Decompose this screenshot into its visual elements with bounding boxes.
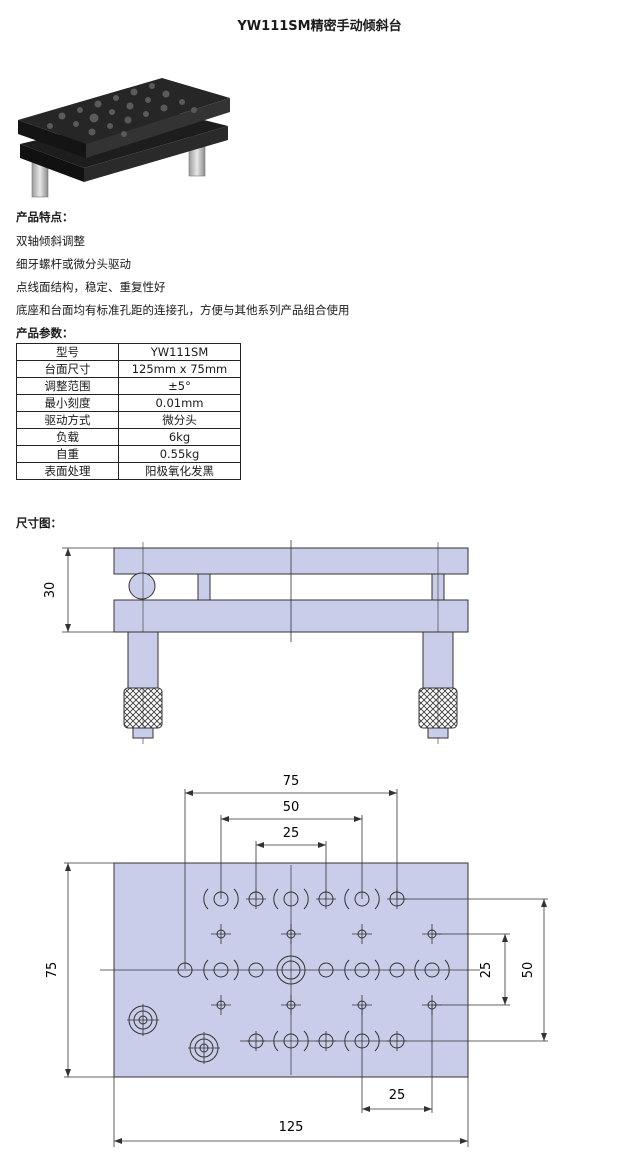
dim-50-right: 50 [521, 962, 536, 979]
param-key: 自重 [16, 445, 119, 463]
params-heading: 产品参数： [16, 326, 74, 340]
dim-side-height: 30 [43, 582, 58, 599]
param-key: 表面处理 [16, 462, 119, 480]
top-view-drawing: 75 50 25 75 25 50 25 125 [45, 774, 548, 1147]
param-key: 台面尺寸 [16, 360, 119, 378]
feature-item: 双轴倾斜调整 [16, 234, 85, 248]
param-value: 0.55kg [118, 445, 241, 463]
dim-25-right: 25 [479, 962, 494, 979]
param-value: YW111SM [118, 343, 241, 361]
feature-item: 点线面结构，稳定、重复性好 [16, 280, 166, 294]
side-view-drawing: 30 [43, 540, 469, 744]
param-value: ±5° [118, 377, 241, 395]
counterbore-hole [203, 888, 239, 910]
page-title: YW111SM精密手动倾斜台 [237, 19, 402, 34]
dim-125-bottom: 125 [279, 1120, 304, 1135]
table-row: 驱动方式微分头 [16, 411, 241, 429]
param-key: 负载 [16, 428, 119, 446]
dim-25-top: 25 [283, 826, 300, 841]
param-key: 最小刻度 [16, 394, 119, 412]
dim-75-top: 75 [283, 774, 300, 789]
table-row: 调整范围±5° [16, 377, 241, 395]
param-key: 驱动方式 [16, 411, 119, 429]
param-key: 调整范围 [16, 377, 119, 395]
param-value: 6kg [118, 428, 241, 446]
param-value: 阳极氧化发黑 [118, 462, 241, 480]
feature-item: 细牙螺杆或微分头驱动 [16, 257, 131, 271]
feature-item: 底座和台面均有标准孔距的连接孔，方便与其他系列产品组合使用 [16, 303, 350, 317]
product-photo [18, 78, 230, 198]
param-value: 微分头 [118, 411, 241, 429]
param-key: 型号 [16, 343, 119, 361]
dim-25-bottom: 25 [389, 1088, 406, 1103]
param-value: 0.01mm [118, 394, 241, 412]
dimensions-heading: 尺寸图： [16, 516, 62, 530]
dim-75-left: 75 [45, 962, 60, 979]
dim-50-top: 50 [283, 800, 300, 815]
features-heading: 产品特点： [16, 210, 74, 224]
param-value: 125mm x 75mm [118, 360, 241, 378]
table-row: 表面处理阳极氧化发黑 [16, 462, 241, 480]
